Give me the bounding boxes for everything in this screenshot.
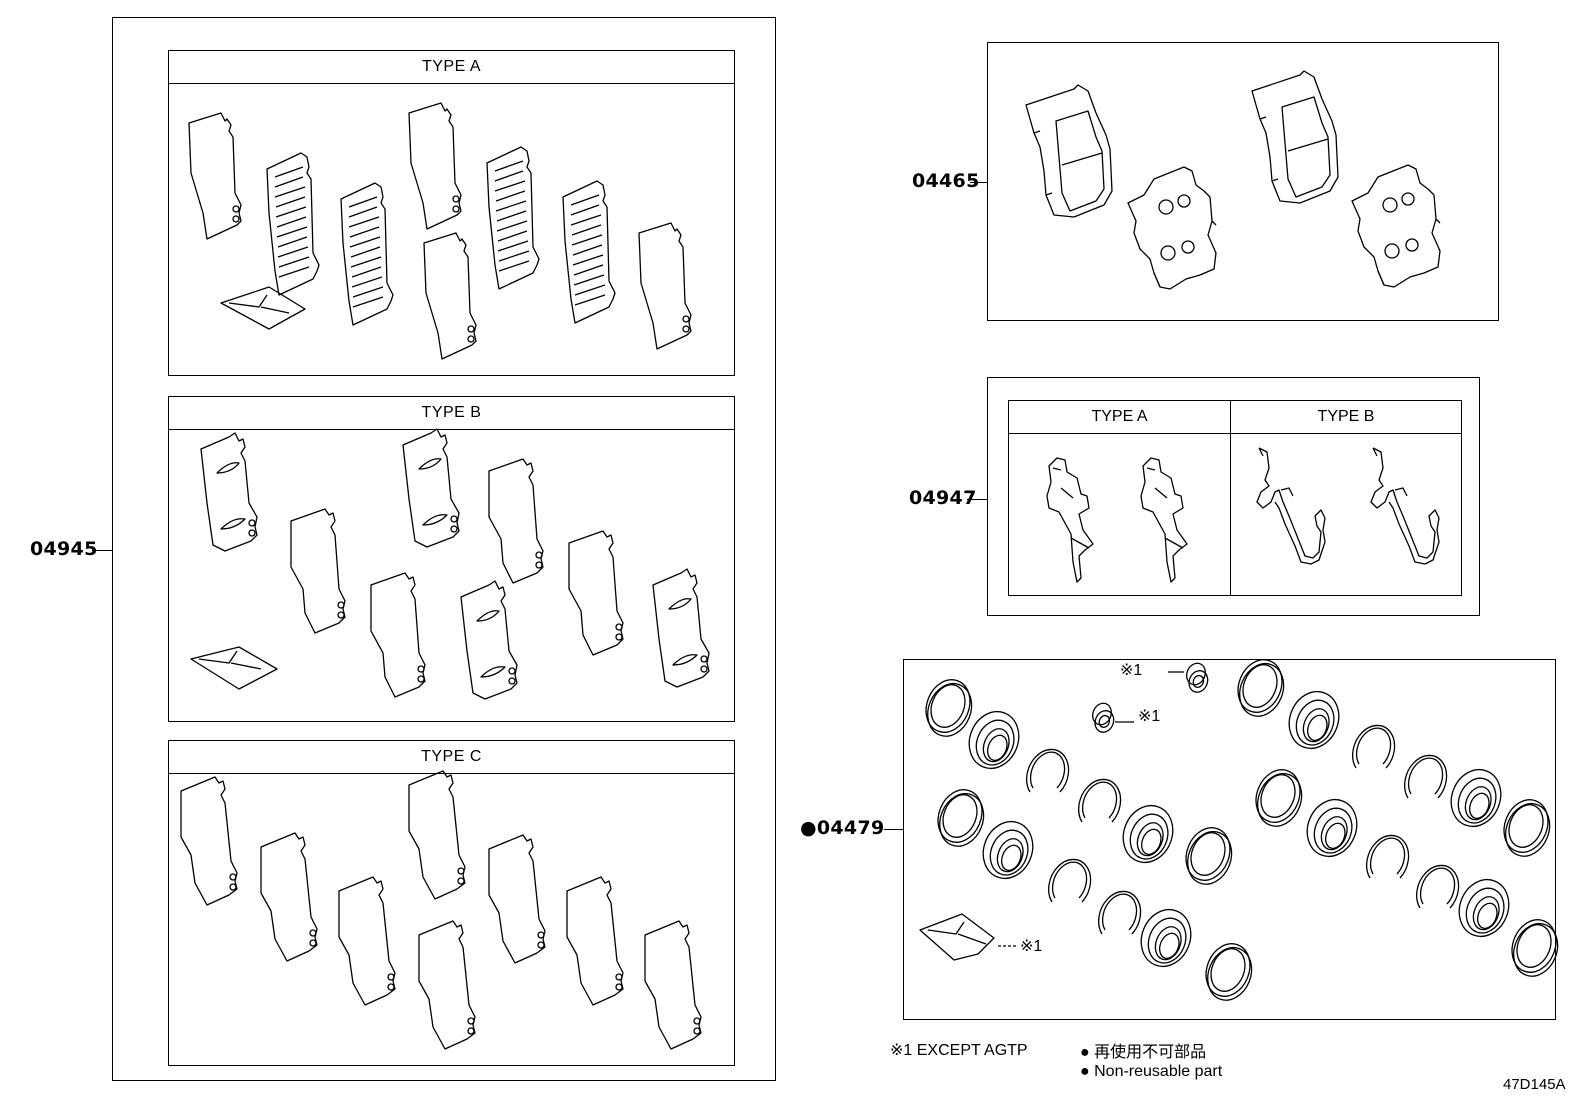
type-c-panel: TYPE C [168, 740, 735, 1066]
leader-line-04465 [970, 182, 987, 183]
type-b-panel: TYPE B [168, 396, 735, 722]
leader-line-04479 [884, 829, 903, 830]
seal-kit-illustration [917, 652, 1566, 1008]
part-number-04465[interactable]: 04465 [912, 170, 980, 192]
clip-table-header-divider [1009, 433, 1461, 434]
legend-ref-note: ※1 EXCEPT AGTP [890, 1042, 1028, 1059]
type-a-shims-illustration [188, 102, 692, 360]
clip-type-a-illustration [1046, 457, 1188, 583]
clip-type-b-illustration [1256, 447, 1440, 565]
type-a-title: TYPE A [169, 51, 734, 84]
ref-mark-bushing-lower: ※1 [1138, 708, 1161, 725]
clip-types-table: TYPE A TYPE B [1008, 400, 1462, 596]
type-b-shims-illustration [190, 428, 710, 700]
leader-line-04945 [92, 550, 112, 551]
ref-mark-bushing-top: ※1 [1120, 662, 1143, 679]
legend-non-reusable-en: ● Non-reusable part [1080, 1063, 1223, 1080]
clip-type-a-title: TYPE A [1091, 408, 1148, 425]
type-c-shims-illustration [180, 770, 702, 1050]
clip-kit-frame: TYPE A TYPE B [987, 377, 1480, 616]
brake-pads-frame [987, 42, 1499, 321]
clip-table-column-divider [1230, 401, 1231, 595]
leader-line-04947 [967, 499, 987, 500]
legend-non-reusable-ja: ● 再使用不可部品 [1080, 1044, 1207, 1061]
clip-type-b-title: TYPE B [1317, 408, 1375, 425]
type-c-title: TYPE C [169, 741, 734, 774]
part-number-04947[interactable]: 04947 [909, 487, 977, 509]
type-a-panel: TYPE A [168, 50, 735, 376]
brake-pads-illustration [1025, 70, 1441, 290]
part-number-04945[interactable]: 04945 [30, 538, 98, 560]
figure-id: 47D145A [1503, 1076, 1566, 1093]
part-number-04479[interactable]: ●04479 [800, 817, 885, 839]
ref-mark-grease-pack: ※1 [1020, 938, 1043, 955]
type-b-title: TYPE B [169, 397, 734, 430]
seal-kit-frame: ※1 ※1 ※1 [903, 652, 1566, 1020]
